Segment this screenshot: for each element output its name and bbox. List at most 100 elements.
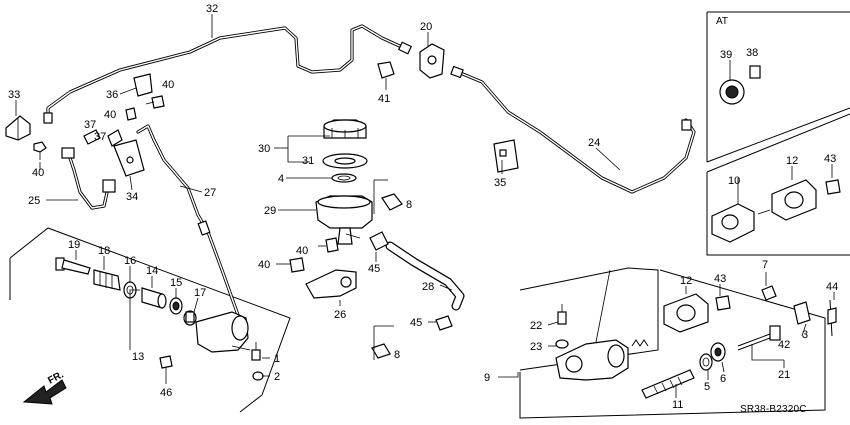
- pipe-24[interactable]: [450, 65, 696, 194]
- washer-23[interactable]: [555, 339, 569, 349]
- callout-31: 31: [302, 155, 314, 167]
- piston-14[interactable]: [141, 287, 167, 309]
- callout-13: 13: [132, 351, 144, 363]
- clip-37-b[interactable]: [107, 129, 123, 147]
- pushrod-11[interactable]: [641, 369, 695, 399]
- cup-6[interactable]: [710, 342, 726, 362]
- clamp-36[interactable]: [133, 73, 153, 97]
- hose-28[interactable]: [385, 241, 465, 311]
- callout-1: 1: [274, 353, 280, 365]
- clip-45-upper[interactable]: [369, 231, 389, 251]
- bolt-22[interactable]: [557, 304, 567, 325]
- spring-master[interactable]: [631, 339, 649, 347]
- nut-38[interactable]: [749, 65, 761, 79]
- seal-15[interactable]: [169, 297, 183, 315]
- reservoir-cap-30[interactable]: [323, 119, 367, 139]
- callout-32: 32: [206, 3, 218, 15]
- gasket-10[interactable]: [711, 203, 771, 243]
- pipe-27[interactable]: [136, 124, 240, 317]
- master-cylinder-body[interactable]: [555, 269, 629, 381]
- clip-7[interactable]: [761, 285, 777, 301]
- callout-40-mid: 40: [104, 109, 116, 121]
- callout-41: 41: [378, 93, 390, 105]
- bolt-40-left[interactable]: [33, 141, 47, 160]
- rod-42[interactable]: [737, 325, 781, 351]
- strainer-4[interactable]: [331, 173, 357, 183]
- slave-cylinder-body[interactable]: [195, 311, 251, 353]
- reservoir-tank-29[interactable]: [315, 195, 373, 245]
- callout-37-a: 37: [84, 119, 96, 131]
- callout-16: 16: [124, 255, 136, 267]
- callout-18: 18: [98, 245, 110, 257]
- clip-8-upper[interactable]: [373, 179, 403, 214]
- switch-35[interactable]: [493, 139, 519, 173]
- spring-17[interactable]: [183, 310, 197, 326]
- clip-37-a[interactable]: [83, 129, 101, 145]
- callout-8-lower: 8: [394, 349, 400, 361]
- pin-44[interactable]: [827, 299, 837, 337]
- callout-35: 35: [494, 177, 506, 189]
- bolt-40-mid[interactable]: [125, 107, 137, 121]
- bolt-19[interactable]: [55, 257, 91, 275]
- cap-2[interactable]: [252, 371, 264, 381]
- leader-lines: [15, 14, 835, 398]
- bolt-40-top[interactable]: [145, 95, 165, 109]
- callout-36: 36: [106, 89, 118, 101]
- callout-22: 22: [530, 320, 542, 332]
- callout-27: 27: [204, 187, 216, 199]
- callout-25: 25: [28, 195, 40, 207]
- callout-26: 26: [334, 309, 346, 321]
- callout-42: 42: [778, 339, 790, 351]
- callout-4: 4: [278, 173, 284, 185]
- hose-25[interactable]: [61, 147, 116, 210]
- callout-15: 15: [170, 277, 182, 289]
- callout-21: 21: [778, 369, 790, 381]
- bolt-46[interactable]: [159, 355, 173, 382]
- bolt-40-bottom[interactable]: [278, 257, 305, 273]
- bracket-20[interactable]: [419, 43, 445, 79]
- plate-12-lower[interactable]: [663, 293, 709, 333]
- front-direction-arrow: [22, 379, 67, 405]
- callout-46: 46: [160, 387, 172, 399]
- bracket-34[interactable]: [113, 139, 145, 177]
- at-section-label: AT: [716, 16, 728, 27]
- nut-43-at[interactable]: [825, 179, 841, 195]
- callout-40-d: 40: [296, 245, 308, 257]
- callout-9: 9: [484, 372, 490, 384]
- bracket-26[interactable]: [305, 269, 357, 299]
- seal-39[interactable]: [719, 79, 745, 105]
- callout-14: 14: [146, 265, 158, 277]
- callout-12-lower: 12: [680, 275, 692, 287]
- bolt-40-mid-lower[interactable]: [318, 237, 339, 253]
- diaphragm-31[interactable]: [322, 153, 368, 169]
- bracket-3[interactable]: [793, 301, 811, 325]
- nut-41[interactable]: [377, 61, 395, 79]
- callout-24: 24: [588, 137, 600, 149]
- callout-43-at: 43: [824, 153, 836, 165]
- pipe-32[interactable]: [43, 24, 413, 124]
- plate-12-at[interactable]: [771, 179, 817, 221]
- callout-45-upper: 45: [368, 263, 380, 275]
- callout-45-lower: 45: [410, 317, 422, 329]
- callout-39: 39: [720, 49, 732, 61]
- callout-33: 33: [8, 89, 20, 101]
- bleeder-1[interactable]: [251, 342, 261, 361]
- callout-12-at: 12: [786, 155, 798, 167]
- callout-7: 7: [762, 259, 768, 271]
- boot-18[interactable]: [93, 269, 121, 291]
- nut-43-lower[interactable]: [715, 295, 731, 311]
- callout-19: 19: [68, 239, 80, 251]
- callout-28: 28: [422, 281, 434, 293]
- callout-29: 29: [264, 205, 276, 217]
- seal-5[interactable]: [699, 353, 713, 371]
- bracket-33[interactable]: [5, 115, 31, 141]
- callout-40-e: 40: [258, 259, 270, 271]
- clip-8-lower[interactable]: [371, 325, 394, 360]
- callout-20: 20: [420, 21, 432, 33]
- callout-34: 34: [126, 191, 138, 203]
- callout-38: 38: [746, 47, 758, 59]
- clip-45-lower[interactable]: [435, 315, 453, 331]
- callout-10: 10: [728, 175, 740, 187]
